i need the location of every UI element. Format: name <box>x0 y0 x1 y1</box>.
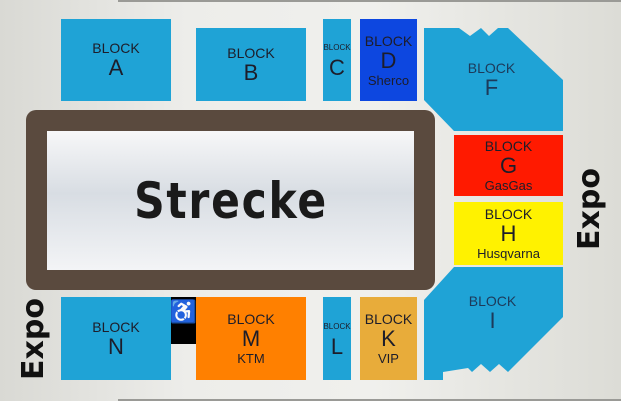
bottom-border <box>118 399 621 401</box>
block-letter: C <box>329 55 345 80</box>
block-letter: B <box>243 59 259 85</box>
block-letter: A <box>108 55 124 80</box>
block-label: BLOCK <box>467 60 516 76</box>
block-label: BLOCK <box>364 311 413 327</box>
block-letter: G <box>499 153 518 178</box>
wheelchair-icon: ♿ <box>170 297 197 344</box>
block-letter: H <box>500 221 517 246</box>
block-letter: D <box>380 47 397 73</box>
block-k[interactable]: BLOCK K VIP <box>360 297 417 380</box>
block-sponsor: Husqvarna <box>477 246 540 261</box>
track-label: Strecke <box>133 171 328 230</box>
track-field: Strecke <box>47 131 414 270</box>
block-b[interactable]: BLOCK B <box>196 28 306 101</box>
block-label: BLOCK <box>227 44 275 61</box>
block-label: BLOCK <box>484 138 533 154</box>
block-f[interactable]: BLOCK F <box>454 50 529 110</box>
block-sponsor: VIP <box>378 351 399 366</box>
block-g[interactable]: BLOCK G GasGas <box>454 135 563 196</box>
block-a[interactable]: BLOCK A <box>61 19 171 101</box>
block-sponsor: GasGas <box>484 178 533 193</box>
block-letter: K <box>381 326 396 351</box>
block-f-shape[interactable] <box>424 28 563 131</box>
block-sponsor: KTM <box>237 351 265 366</box>
track: Strecke <box>26 110 435 290</box>
block-label: BLOCK <box>227 311 275 327</box>
block-label: BLOCK <box>92 318 140 335</box>
block-letter: F <box>484 75 499 100</box>
block-letter: L <box>330 333 344 359</box>
block-l[interactable]: BLOCK L <box>323 297 351 380</box>
block-label: BLOCK <box>364 32 413 49</box>
expo-right-label: Expo <box>572 168 607 250</box>
block-h[interactable]: BLOCK H Husqvarna <box>454 202 563 265</box>
block-i-shape[interactable] <box>424 267 563 380</box>
block-label: BLOCK <box>323 321 351 331</box>
block-i[interactable]: BLOCK I <box>455 288 530 338</box>
block-c[interactable]: BLOCK C <box>323 19 351 101</box>
block-label: BLOCK <box>92 40 140 56</box>
block-letter: M <box>241 326 261 351</box>
top-border <box>118 0 621 2</box>
expo-left-label: Expo <box>16 298 51 380</box>
block-label: BLOCK <box>484 206 533 222</box>
block-label: BLOCK <box>323 43 351 52</box>
block-letter: I <box>489 308 496 333</box>
block-n[interactable]: BLOCK N <box>61 297 171 380</box>
block-sponsor: Sherco <box>367 72 410 88</box>
block-label: BLOCK <box>468 293 517 309</box>
block-m[interactable]: BLOCK M KTM <box>196 297 306 380</box>
block-d[interactable]: BLOCK D Sherco <box>360 19 417 101</box>
block-letter: N <box>108 333 124 359</box>
